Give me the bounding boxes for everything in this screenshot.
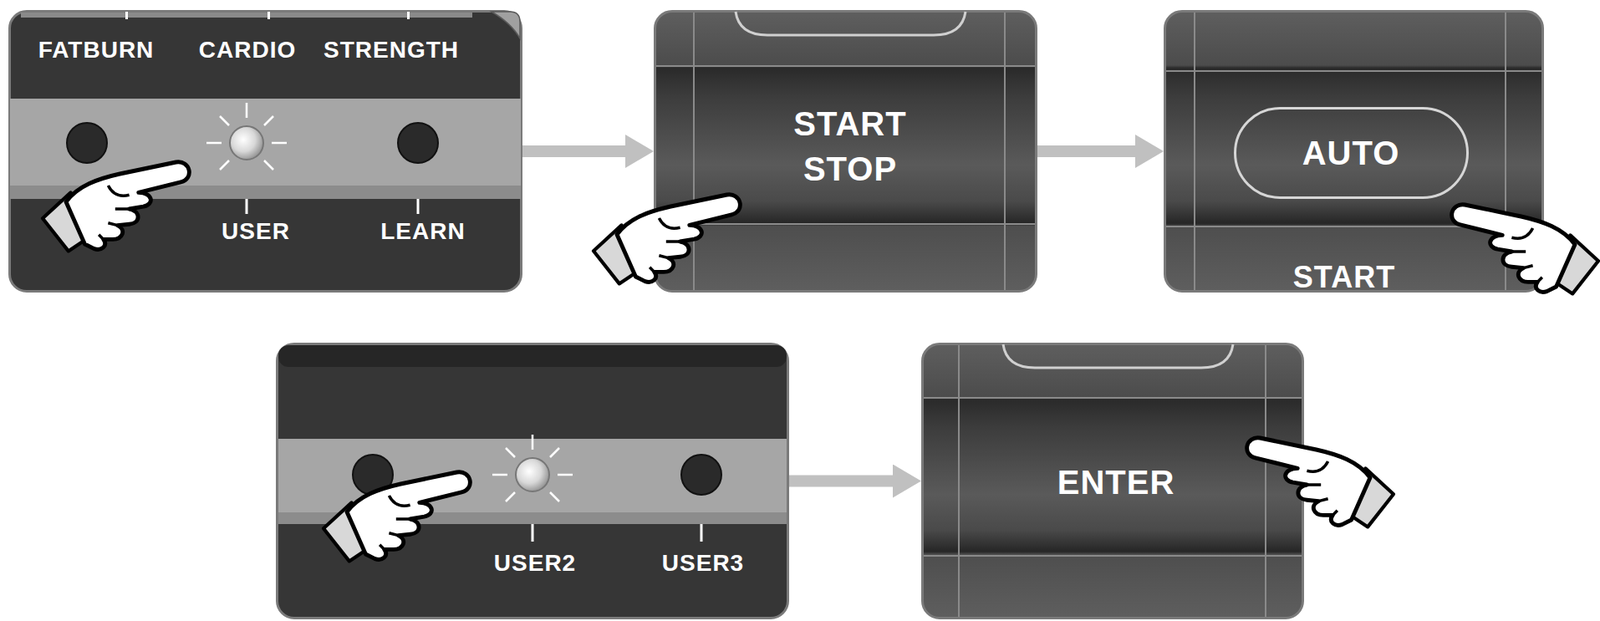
flow-arrow: [789, 475, 893, 488]
enter-button: ENTER: [921, 342, 1305, 620]
button-label: USER3: [627, 550, 779, 577]
flow-arrow: [522, 145, 626, 158]
button-label: CARDIO: [163, 36, 332, 64]
auto-button-panel: START AUTO: [1163, 10, 1544, 293]
button-label: ENTER: [1024, 463, 1208, 502]
auto-button: AUTO: [1233, 107, 1469, 199]
flow-arrow: [1037, 145, 1136, 158]
button-label: FATBURN: [4, 36, 189, 64]
button-label: AUTO: [1250, 133, 1452, 173]
user-panel: USER2 USER3: [275, 342, 790, 620]
button-label: START STOP: [774, 101, 926, 192]
button-label: STRENGTH: [299, 36, 484, 64]
button-label: LEARN: [347, 218, 499, 245]
button-label: USER: [188, 218, 323, 245]
start-stop-button: START STOP: [653, 10, 1038, 293]
mode-panel: FATBURNCARDIOSTRENGTHUSERLEARN: [8, 10, 523, 293]
button-label: USER2: [459, 550, 611, 577]
button-label: START: [1260, 259, 1428, 295]
